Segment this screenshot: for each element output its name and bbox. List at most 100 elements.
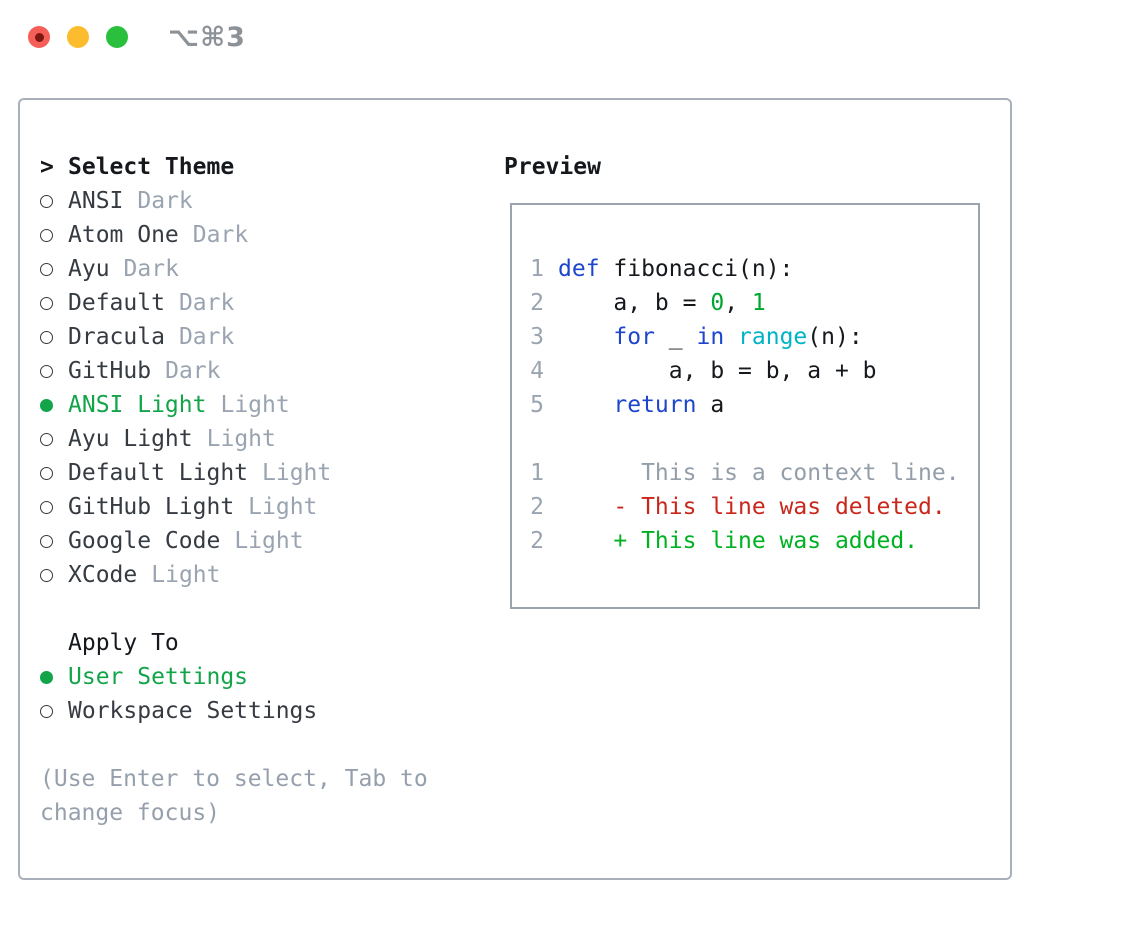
- radio-icon: [40, 568, 68, 582]
- code-line: 3 for _ in range(n):: [530, 320, 978, 354]
- radio-selected-icon: [40, 398, 68, 412]
- window-minimize-button[interactable]: [67, 26, 89, 48]
- theme-option-ansi[interactable]: ANSI Dark: [40, 184, 470, 218]
- code-line: 2 - This line was deleted.: [530, 490, 978, 524]
- theme-option-atom-one[interactable]: Atom One Dark: [40, 218, 470, 252]
- apply-option-label: User Settings: [68, 664, 249, 690]
- theme-option-github-light[interactable]: GitHub Light Light: [40, 490, 470, 524]
- theme-option-github[interactable]: GitHub Dark: [40, 354, 470, 388]
- theme-name: ANSI Light: [68, 392, 207, 418]
- code-line: [530, 422, 978, 456]
- code-text: This is a context line.: [558, 460, 960, 486]
- caret-icon: >: [40, 154, 54, 180]
- line-number: 2: [530, 290, 544, 316]
- theme-name: ANSI: [68, 188, 124, 214]
- theme-name: XCode: [68, 562, 138, 588]
- window-shortcut-label: ⌥⌘3: [168, 22, 246, 53]
- window-close-button[interactable]: [28, 26, 50, 48]
- theme-variant-badge: Dark: [137, 188, 193, 214]
- code-text: + This line was added.: [558, 528, 919, 554]
- theme-option-default[interactable]: Default Dark: [40, 286, 470, 320]
- code-text: return a: [613, 392, 725, 418]
- radio-selected-icon: [40, 670, 68, 684]
- theme-variant-badge: Light: [248, 494, 318, 520]
- theme-variant-badge: Dark: [165, 358, 221, 384]
- radio-icon: [40, 194, 68, 208]
- titlebar: ⌥⌘3: [0, 0, 1140, 72]
- theme-option-ansi-light[interactable]: ANSI Light Light: [40, 388, 470, 422]
- theme-variant-badge: Dark: [192, 222, 249, 248]
- theme-variant-badge: Light: [262, 460, 332, 486]
- preview-title: Preview: [504, 154, 601, 180]
- code-text: a, b = 0, 1: [558, 290, 766, 316]
- code-line: 2 + This line was added.: [530, 524, 978, 558]
- code-text: def fibonacci(n):: [558, 256, 794, 282]
- theme-variant-badge: Light: [234, 528, 304, 554]
- select-theme-header: > Select Theme: [40, 150, 470, 184]
- spacer: [40, 728, 470, 762]
- code-line: 1 def fibonacci(n):: [530, 252, 978, 286]
- select-theme-title: Select Theme: [68, 154, 235, 180]
- apply-option-workspace-settings[interactable]: Workspace Settings: [40, 694, 470, 728]
- line-number: 3: [530, 324, 544, 350]
- apply-to-title: Apply To: [68, 630, 179, 656]
- line-number: 2: [530, 528, 544, 554]
- theme-name: Dracula: [68, 324, 165, 350]
- line-number: 1: [530, 256, 544, 282]
- theme-variant-badge: Light: [220, 392, 290, 418]
- modified-dot-icon: [34, 32, 44, 42]
- theme-name: Atom One: [68, 222, 179, 248]
- theme-name: Google Code: [68, 528, 221, 554]
- code-line: 5 return a: [530, 388, 978, 422]
- theme-option-default-light[interactable]: Default Light Light: [40, 456, 470, 490]
- spacer: [40, 592, 470, 626]
- line-number: 5: [530, 392, 544, 418]
- line-number: 1: [530, 460, 544, 486]
- theme-option-dracula[interactable]: Dracula Dark: [40, 320, 470, 354]
- theme-option-ayu[interactable]: Ayu Dark: [40, 252, 470, 286]
- code-text: - This line was deleted.: [558, 494, 946, 520]
- window-zoom-button[interactable]: [106, 26, 128, 48]
- radio-icon: [40, 296, 68, 310]
- theme-variant-badge: Dark: [178, 290, 235, 316]
- theme-name: GitHub: [68, 358, 152, 384]
- line-number: [530, 422, 544, 456]
- apply-to-header: Apply To: [40, 626, 470, 660]
- apply-option-user-settings[interactable]: User Settings: [40, 660, 470, 694]
- theme-variant-badge: Dark: [178, 324, 235, 350]
- radio-icon: [40, 704, 68, 718]
- radio-icon: [40, 534, 68, 548]
- radio-icon: [40, 466, 68, 480]
- radio-icon: [40, 500, 68, 514]
- apply-option-label: Workspace Settings: [68, 698, 318, 724]
- theme-name: Ayu Light: [68, 426, 193, 452]
- line-number: 2: [530, 494, 544, 520]
- hint-text: (Use Enter to select, Tab to change focu…: [40, 766, 428, 826]
- code-text: for _ in range(n):: [613, 324, 863, 350]
- theme-variant-badge: Light: [206, 426, 276, 452]
- code-line: 2 a, b = 0, 1: [530, 286, 978, 320]
- code-line: 1 This is a context line.: [530, 456, 978, 490]
- theme-name: Ayu: [68, 256, 110, 282]
- theme-option-ayu-light[interactable]: Ayu Light Light: [40, 422, 470, 456]
- theme-option-google-code[interactable]: Google Code Light: [40, 524, 470, 558]
- line-number: 4: [530, 358, 544, 384]
- radio-icon: [40, 262, 68, 276]
- code-line: 4 a, b = b, a + b: [530, 354, 978, 388]
- theme-variant-badge: Light: [151, 562, 221, 588]
- theme-name: Default: [68, 290, 165, 316]
- theme-variant-badge: Dark: [123, 256, 179, 282]
- radio-icon: [40, 364, 68, 378]
- theme-name: GitHub Light: [68, 494, 235, 520]
- code-text: a, b = b, a + b: [558, 358, 877, 384]
- theme-option-xcode[interactable]: XCode Light: [40, 558, 470, 592]
- radio-icon: [40, 432, 68, 446]
- theme-name: Default Light: [68, 460, 249, 486]
